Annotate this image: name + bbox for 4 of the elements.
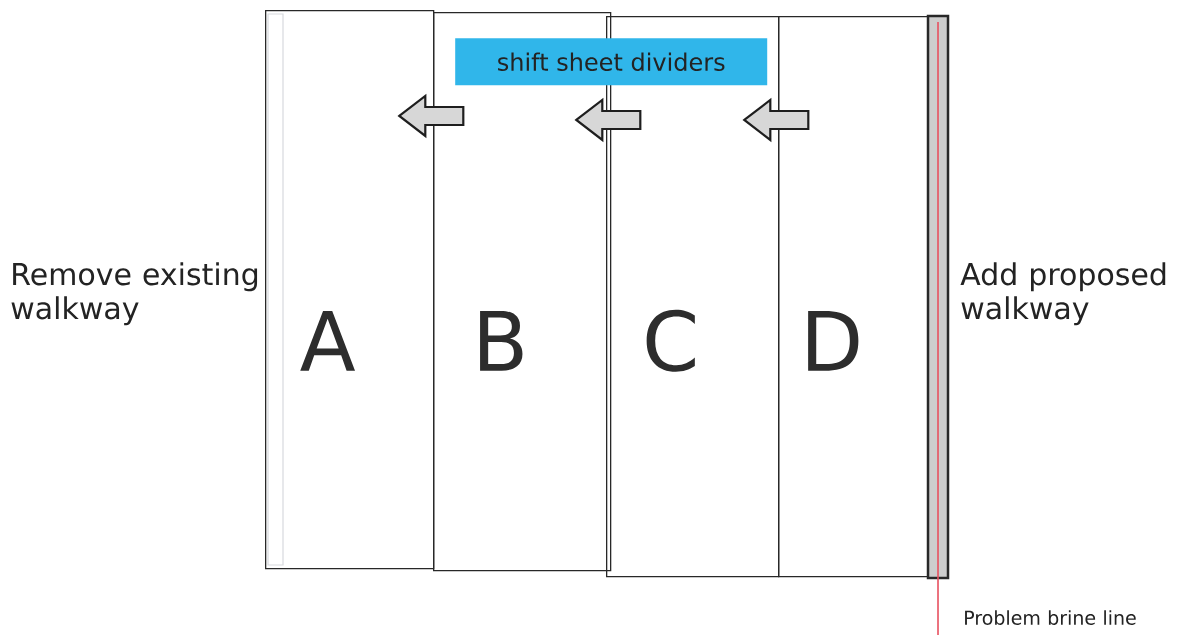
text-label: Problem brine line — [965, 610, 1136, 625]
bay-box: A — [265, 10, 435, 570]
highlight-banner: shift sheet dividers — [455, 38, 768, 86]
text-label: Add proposed walkway — [960, 262, 1166, 326]
